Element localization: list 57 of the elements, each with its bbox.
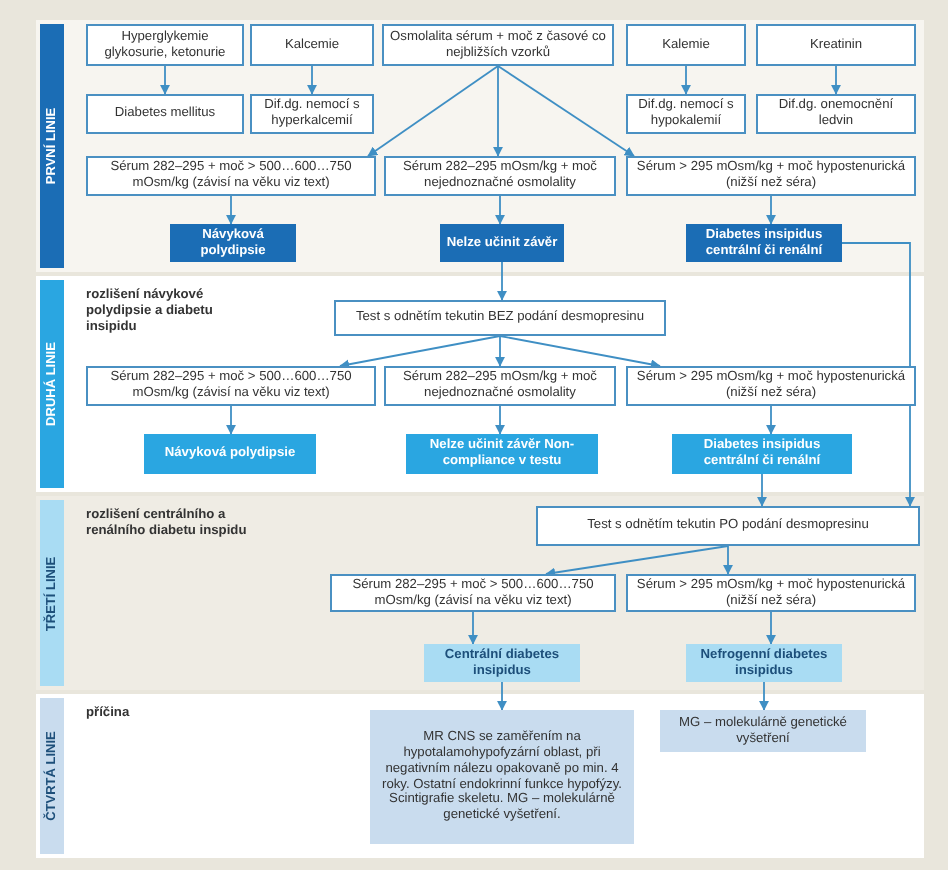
arrow xyxy=(497,65,635,157)
arrow xyxy=(495,405,505,435)
process-box xyxy=(86,366,376,406)
process-box xyxy=(626,156,916,196)
process-box xyxy=(86,24,244,66)
process-box xyxy=(536,506,920,546)
process-box xyxy=(384,156,616,196)
arrow xyxy=(493,65,503,157)
arrow xyxy=(766,405,776,435)
arrow xyxy=(468,611,478,645)
process-box xyxy=(626,574,916,612)
arrow xyxy=(766,195,776,225)
note-box xyxy=(370,710,634,844)
process-box xyxy=(250,94,374,134)
arrow xyxy=(757,473,767,507)
arrow xyxy=(367,65,499,157)
result-box xyxy=(686,644,842,682)
process-box xyxy=(626,24,746,66)
process-box xyxy=(86,94,244,134)
arrow xyxy=(497,681,507,711)
arrow xyxy=(766,611,776,645)
process-box xyxy=(330,574,616,612)
arrow xyxy=(160,65,170,95)
process-box xyxy=(626,94,746,134)
result-box xyxy=(170,224,296,262)
arrow xyxy=(226,195,236,225)
result-box xyxy=(406,434,598,474)
arrow xyxy=(841,242,915,507)
result-box xyxy=(686,224,842,262)
result-box xyxy=(424,644,580,682)
arrow xyxy=(723,545,733,575)
arrow xyxy=(307,65,317,95)
arrow xyxy=(759,681,769,711)
arrow xyxy=(499,335,661,370)
arrow xyxy=(495,335,505,367)
arrow xyxy=(226,405,236,435)
process-box xyxy=(334,300,666,336)
band-panel xyxy=(36,20,924,272)
arrow xyxy=(339,335,501,370)
arrow xyxy=(497,261,507,301)
process-box xyxy=(626,366,916,406)
result-box xyxy=(672,434,852,474)
arrow xyxy=(681,65,691,95)
arrow xyxy=(495,195,505,225)
result-box xyxy=(440,224,564,262)
process-box xyxy=(384,366,616,406)
band-panel xyxy=(36,694,924,858)
process-box xyxy=(86,156,376,196)
note-box xyxy=(660,710,866,752)
result-box xyxy=(144,434,316,474)
process-box xyxy=(250,24,374,66)
arrow xyxy=(831,65,841,95)
band-panel xyxy=(36,276,924,492)
arrow xyxy=(545,545,729,578)
process-box xyxy=(756,24,916,66)
process-box xyxy=(756,94,916,134)
band-panel xyxy=(36,496,924,690)
